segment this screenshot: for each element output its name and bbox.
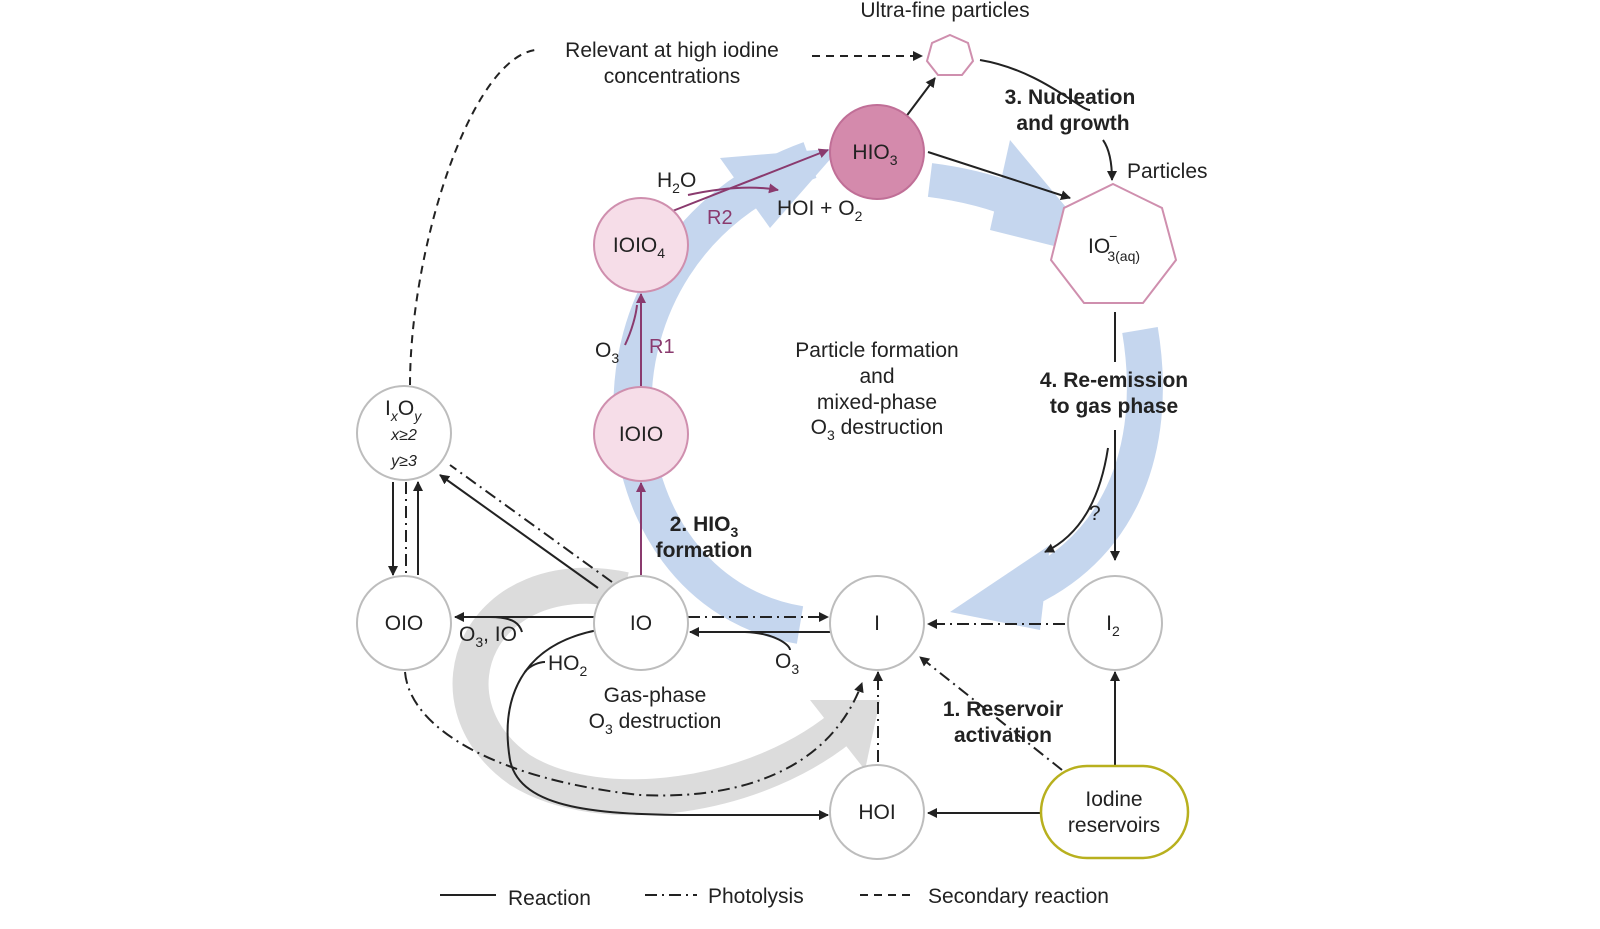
ioio-label: IOIO — [619, 423, 663, 446]
gas-phase-line1: Gas-phase — [604, 684, 707, 707]
gas-phase-line2: O3 destruction — [589, 710, 722, 737]
reservoir-activation-line1: 1. Reservoir — [943, 698, 1063, 721]
node-iodine-reservoirs: Iodine reservoirs — [1039, 764, 1190, 860]
ultrafine-label: Ultra-fine particles — [860, 0, 1029, 22]
reservoir-activation-line2: activation — [954, 724, 1052, 747]
relevant-line1: Relevant at high iodine — [565, 39, 779, 62]
particle-formation-line1: Particle formation — [795, 339, 958, 362]
legend: Reaction Photolysis Secondary reaction — [440, 885, 1109, 910]
hoi-label: HOI — [858, 801, 895, 824]
reservoirs-line1: Iodine — [1085, 788, 1142, 811]
node-ioio4: IOIO4 — [593, 197, 689, 293]
reemission-line1: 4. Re-emission — [1040, 369, 1188, 392]
node-io: IO — [593, 575, 689, 671]
photolysis-lines — [404, 464, 1065, 797]
nucleation-line1: 3. Nucleation — [1005, 86, 1136, 109]
node-i: I — [829, 575, 925, 671]
svg-text:IO−3(aq): IO−3(aq) — [1088, 228, 1140, 264]
reservoirs-line2: reservoirs — [1068, 814, 1160, 837]
o3-io-label: O3, IO — [459, 623, 517, 650]
svg-text:IxOy: IxOy — [385, 397, 422, 424]
node-hoi: HOI — [829, 764, 925, 860]
relevant-line2: concentrations — [604, 65, 741, 88]
legend-secondary-label: Secondary reaction — [928, 885, 1109, 908]
hoi-o2-label: HOI + O2 — [777, 197, 863, 224]
o3-r1-label: O3 — [595, 339, 619, 366]
nucleation-line2: and growth — [1016, 112, 1129, 135]
h2o-label: H2O — [657, 169, 696, 196]
reaction-arrows — [388, 59, 1120, 820]
node-ioio: IOIO — [593, 386, 689, 482]
io-label: IO — [630, 612, 652, 635]
ixoy-x-constraint: x≥2 — [390, 427, 417, 444]
particle-formation-line3: mixed-phase — [817, 391, 937, 414]
particles-label: Particles — [1127, 160, 1208, 183]
i-label: I — [874, 612, 880, 635]
hio3-formation-line2: formation — [656, 539, 753, 562]
question-mark: ? — [1089, 502, 1101, 525]
node-io3aq: IO−3(aq) — [1049, 182, 1178, 304]
legend-photolysis-label: Photolysis — [708, 885, 804, 908]
svg-text:IOIO4: IOIO4 — [613, 234, 665, 261]
oio-label: OIO — [385, 612, 424, 635]
legend-reaction-label: Reaction — [508, 887, 591, 910]
gas-phase-cycle-arrow — [452, 567, 880, 816]
o3-i-label: O3 — [775, 650, 799, 677]
svg-text:I2: I2 — [1106, 612, 1120, 639]
svg-text:HIO3: HIO3 — [852, 141, 897, 168]
ho2-label: HO2 — [548, 652, 588, 679]
secondary-reaction-lines — [409, 49, 923, 386]
r1-label: R1 — [649, 336, 675, 358]
particle-formation-line2: and — [859, 365, 894, 388]
node-ixoy: IxOy x≥2 y≥3 — [356, 385, 452, 481]
ultrafine-particle-shape — [925, 33, 975, 76]
node-oio: OIO — [356, 575, 452, 671]
node-hio3: HIO3 — [829, 104, 925, 200]
particle-formation-line4: O3 destruction — [811, 416, 944, 443]
reemission-line2: to gas phase — [1050, 395, 1178, 418]
node-i2: I2 — [1067, 575, 1163, 671]
ixoy-y-constraint: y≥3 — [390, 453, 417, 470]
r2-label: R2 — [707, 207, 733, 229]
purple-reaction-arrows — [624, 148, 829, 577]
annotation-labels: Relevant at high iodine concentrations U… — [459, 0, 1208, 747]
hio3-formation-line1: 2. HIO3 — [670, 513, 739, 540]
